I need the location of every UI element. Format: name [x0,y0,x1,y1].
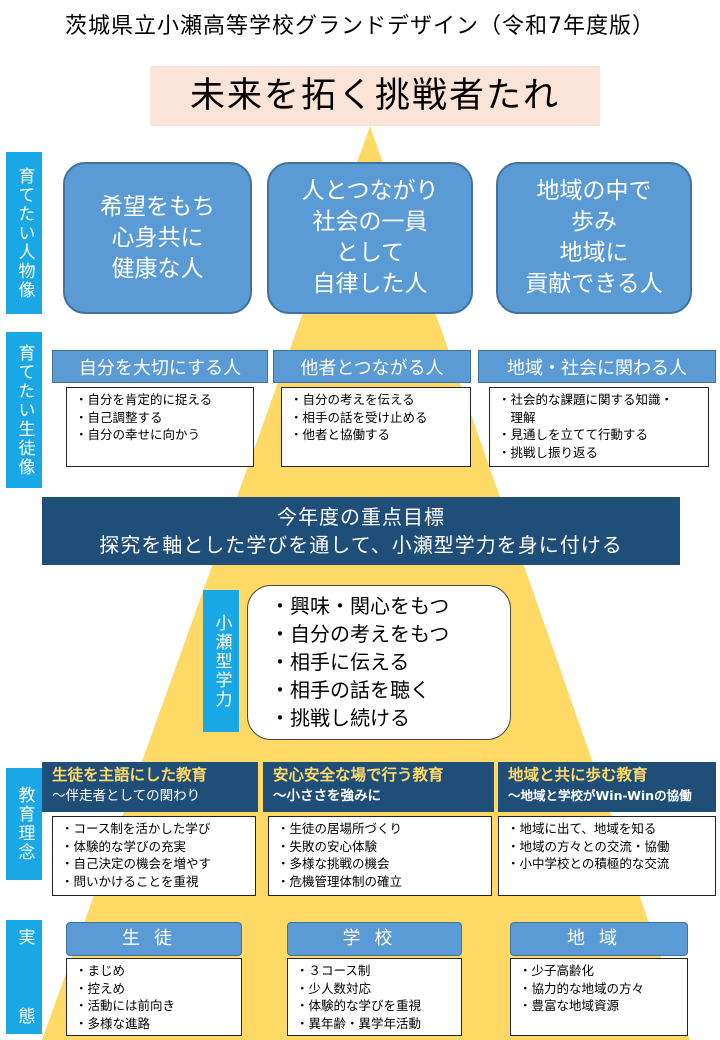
list-item: ・体験的な学びの充実 [61,838,187,854]
list-item: ・活動には前向き [75,998,176,1013]
reality-header-students: 生徒 [66,922,242,956]
focus-goal-title: 今年度の重点目標 [277,505,445,529]
page-title: 茨城県立小瀬高等学校グランドデザイン（令和7年度版） [65,14,655,39]
list-item: ・社会的な課題に関する知識・ [498,392,674,407]
list-item: ・少子高齢化 [519,963,595,978]
list-item: ・豊富な地域資源 [519,998,620,1013]
student-column-list-self: ・自分を肯定的に捉える ・自己調整する ・自分の幸せに向かう [66,387,254,467]
ideal-person-label: 育てたい人物像 [6,152,42,314]
ideal-person-community: 地域の中で 歩み 地域に 貢献できる人 [496,162,692,314]
student-column-list-society: ・社会的な課題に関する知識・ 理解 ・見通しを立てて行動する ・挑戦し振り返る [489,387,709,467]
student-column-list-others: ・自分の考えを伝える ・相手の話を受け止める ・他者と協働する [281,387,471,467]
reality-list-community: ・少子高齢化 ・協力的な地域の方々 ・豊富な地域資源 [510,958,688,1036]
list-item: ・多様な挑戦の機会 [277,856,390,871]
list-item: ・危機管理体制の確立 [277,873,403,889]
list-item: ・３コース制 [296,963,371,978]
koze-ability-label: 小瀬型学力 [203,590,239,732]
koze-ability-list: ・興味・関心をもつ ・自分の考えをもつ ・相手に伝える ・相手の話を聴く ・挑戦… [247,585,511,740]
philosophy-list-student-centered: ・コース制を活かした学び ・体験的な学びの充実 ・自己決定の機会を増やす ・問い… [52,816,256,896]
philosophy-header-safe-place: 安心安全な場で行う教育 ～小ささを強みに [263,762,494,812]
focus-goal-band: 今年度の重点目標 探究を軸とした学びを通して、小瀬型学力を身に付ける [42,497,680,565]
ideal-student-label: 育てたい生徒像 [6,332,42,488]
list-item: ・まじめ [75,963,126,978]
list-item: ・問いかけることを重視 [61,873,199,889]
philosophy-list-community: ・地域に出て、地域を知る ・地域の方々との交流・協働 ・小中学校との積極的な交流 [498,816,716,896]
list-item: ・自分の幸せに向かう [75,427,201,442]
reality-label: 実 態 [6,920,42,1034]
reality-header-community: 地域 [510,922,688,956]
list-item: ・少人数対応 [296,980,372,996]
list-item: ・地域に出て、地域を知る [507,821,657,836]
list-item: ・自分の考えを伝える [290,392,415,407]
list-item: ・興味・関心をもつ [270,594,450,618]
list-item: ・他者と協働する [290,427,391,442]
student-column-header-society: 地域・社会に関わる人 [478,350,716,383]
list-item: ・地域の方々との交流・協働 [507,838,670,854]
education-philosophy-label: 教育理念 [6,768,42,880]
student-column-header-self: 自分を大切にする人 [52,350,268,383]
reality-list-students: ・まじめ ・控えめ ・活動には前向き ・多様な進路 [66,958,242,1036]
list-item: ・挑戦し振り返る [498,444,599,460]
list-item: ・相手に伝える [270,650,410,674]
list-item: ・コース制を活かした学び [61,821,211,836]
list-item: ・多様な進路 [75,1015,151,1031]
list-item: ・自己決定の機会を増やす [61,856,212,871]
list-item: ・相手の話を受け止める [290,409,428,425]
philosophy-list-safe-place: ・生徒の居場所づくり ・失敗の安心体験 ・多様な挑戦の機会 ・危機管理体制の確立 [268,816,492,896]
philosophy-header-community: 地域と共に歩む教育 ～地域と学校がWin-Winの協働 [498,762,716,812]
focus-goal-text: 探究を軸とした学びを通して、小瀬型学力を身に付ける [99,533,623,557]
list-item: ・挑戦し続ける [270,706,410,730]
list-item: ・小中学校との積極的な交流 [507,856,670,871]
list-item: ・生徒の居場所づくり [277,821,403,836]
list-item: ・失敗の安心体験 [277,838,378,854]
list-item: 理解 [498,409,536,425]
school-slogan: 未来を拓く挑戦者たれ [150,66,600,126]
list-item: ・控えめ [75,980,126,996]
list-item: ・協力的な地域の方々 [519,980,645,996]
list-item: ・見通しを立てて行動する [498,427,649,442]
reality-list-school: ・３コース制 ・少人数対応 ・体験的な学びを重視 ・異年齢・異学年活動 [287,958,462,1036]
list-item: ・自己調整する [75,409,163,425]
student-column-header-others: 他者とつながる人 [273,350,471,383]
list-item: ・自分の考えをもつ [270,622,450,646]
list-item: ・自分を肯定的に捉える [75,392,213,407]
list-item: ・異年齢・異学年活動 [296,1015,422,1031]
philosophy-header-student-centered: 生徒を主語にした教育 ～伴走者としての関わり [42,762,258,812]
list-item: ・体験的な学びを重視 [296,998,422,1013]
ideal-person-autonomous: 人とつながり 社会の一員 として 自律した人 [267,162,473,314]
list-item: ・相手の話を聴く [270,678,430,702]
reality-header-school: 学校 [287,922,462,956]
ideal-person-healthy: 希望をもち 心身共に 健康な人 [63,162,252,314]
